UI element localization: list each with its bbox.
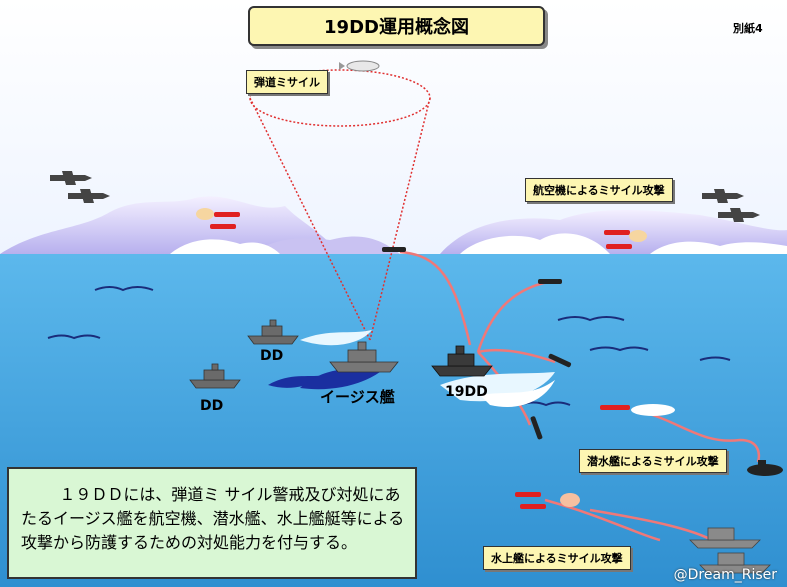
diagram-title: 19DD運用概念図 bbox=[248, 6, 545, 46]
label-aircraft-attack: 航空機によるミサイル攻撃 bbox=[525, 178, 673, 202]
label-dd-2: DD bbox=[200, 398, 224, 414]
ship-aegis bbox=[329, 341, 399, 373]
label-dd-1: DD bbox=[260, 348, 284, 364]
red-missiles bbox=[210, 212, 632, 509]
dark-missiles bbox=[382, 247, 572, 440]
description-text: １９ＤＤには、弾道ミ サイル警戒及び対処にあたるイージス艦を航空機、潜水艦、水上… bbox=[21, 485, 405, 552]
label-submarine-attack: 潜水艦によるミサイル攻撃 bbox=[579, 449, 727, 473]
missile-exhaust bbox=[196, 208, 675, 507]
attachment-number: 別紙4 bbox=[733, 22, 763, 35]
aircraft-right bbox=[702, 189, 760, 222]
missile-trails bbox=[399, 250, 761, 547]
aircraft-left bbox=[50, 171, 110, 203]
ship-dd-1 bbox=[247, 319, 299, 345]
enemy-ships bbox=[689, 527, 771, 574]
submarine-icon bbox=[747, 460, 783, 476]
ballistic-missile-cone bbox=[249, 69, 431, 341]
watermark: @Dream_Riser bbox=[673, 567, 777, 583]
ballistic-missile-icon bbox=[339, 60, 380, 72]
ship-wakes bbox=[300, 330, 555, 408]
ship-dd-2 bbox=[189, 363, 241, 389]
birds bbox=[47, 286, 731, 407]
dark-waves bbox=[268, 369, 380, 390]
label-surface-attack: 水上艦によるミサイル攻撃 bbox=[483, 546, 631, 570]
ship-19dd bbox=[431, 345, 493, 377]
label-19dd: 19DD bbox=[445, 384, 488, 400]
description-box: １９ＤＤには、弾道ミ サイル警戒及び対処にあたるイージス艦を航空機、潜水艦、水上… bbox=[7, 467, 417, 579]
label-aegis: イージス艦 bbox=[320, 388, 395, 406]
label-ballistic-missile: 弾道ミサイル bbox=[246, 70, 328, 94]
